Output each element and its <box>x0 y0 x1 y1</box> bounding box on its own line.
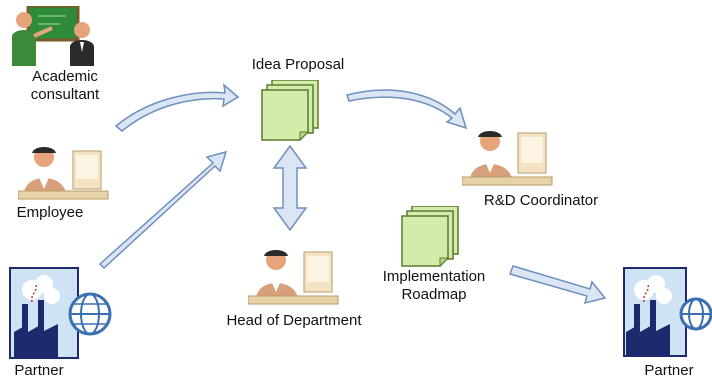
office-worker-icon <box>248 250 339 305</box>
rd-coordinator-label: R&D Coordinator <box>483 192 599 209</box>
arrow-roadmap-to-partner <box>509 265 607 305</box>
presenter-icon <box>12 6 94 66</box>
factory-globe-icon <box>623 267 712 357</box>
arrow-proposal-head-bidirectional <box>272 144 308 232</box>
arrow-proposal-to-coordinator <box>346 89 468 130</box>
arrow-consultant-to-proposal <box>114 83 240 132</box>
stacked-documents-icon <box>261 80 319 142</box>
employee-label: Employee <box>16 204 84 221</box>
factory-globe-icon <box>9 267 112 359</box>
implementation-roadmap-label: Implementation Roadmap <box>382 268 486 303</box>
head-of-department-label: Head of Department <box>226 312 362 329</box>
office-worker-icon <box>18 147 109 200</box>
office-worker-icon <box>462 131 553 186</box>
partner-left-label: Partner <box>14 362 64 379</box>
idea-proposal-label: Idea Proposal <box>251 56 345 73</box>
partner-right-label: Partner <box>644 362 694 379</box>
stacked-documents-icon <box>401 206 459 268</box>
arrow-partner-to-proposal <box>98 150 228 270</box>
academic-consultant-label: Academic consultant <box>30 68 100 103</box>
